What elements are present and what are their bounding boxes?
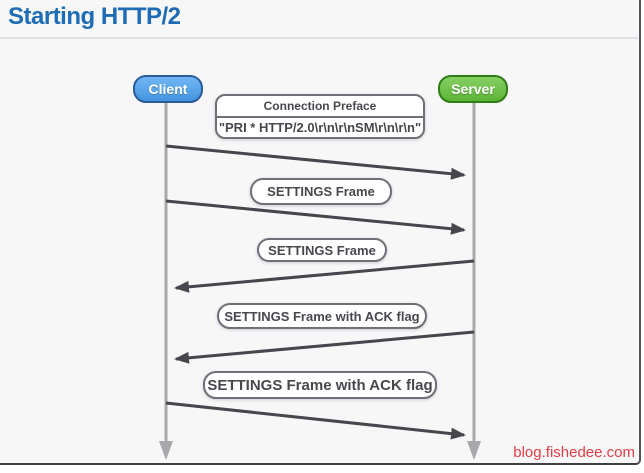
message-arrow-preface-client-to-server xyxy=(165,144,466,180)
message-arrow-settings-client-to-server xyxy=(165,199,466,235)
client-lifeline-arrowhead-icon xyxy=(159,441,173,460)
message-arrow-settings-server-to-client xyxy=(174,259,475,293)
actor-client: Client xyxy=(133,75,203,103)
note-settings-ack-1: SETTINGS Frame with ACK flag xyxy=(217,303,427,329)
actor-client-label: Client xyxy=(148,81,188,97)
watermark: blog.fishedee.com xyxy=(513,444,635,461)
page-title: Starting HTTP/2 xyxy=(8,3,181,30)
title-divider xyxy=(0,37,638,39)
server-lifeline-arrowhead-icon xyxy=(467,441,481,460)
note-settings-ack-2: SETTINGS Frame with ACK flag xyxy=(203,371,437,399)
note-settings-frame-2: SETTINGS Frame xyxy=(257,238,387,262)
note-connection-preface-detail: "PRI * HTTP/2.0\r\n\r\nSM\r\n\r\n" xyxy=(218,120,422,135)
note-connection-preface: Connection Preface "PRI * HTTP/2.0\r\n\r… xyxy=(215,94,425,139)
message-arrow-ack-client-to-server xyxy=(165,401,466,440)
message-arrow-ack-server-to-client xyxy=(174,330,475,364)
note-connection-preface-title: Connection Preface xyxy=(217,96,423,118)
actor-server: Server xyxy=(438,75,508,103)
actor-server-label: Server xyxy=(451,81,495,97)
note-settings-frame-1: SETTINGS Frame xyxy=(250,178,392,205)
